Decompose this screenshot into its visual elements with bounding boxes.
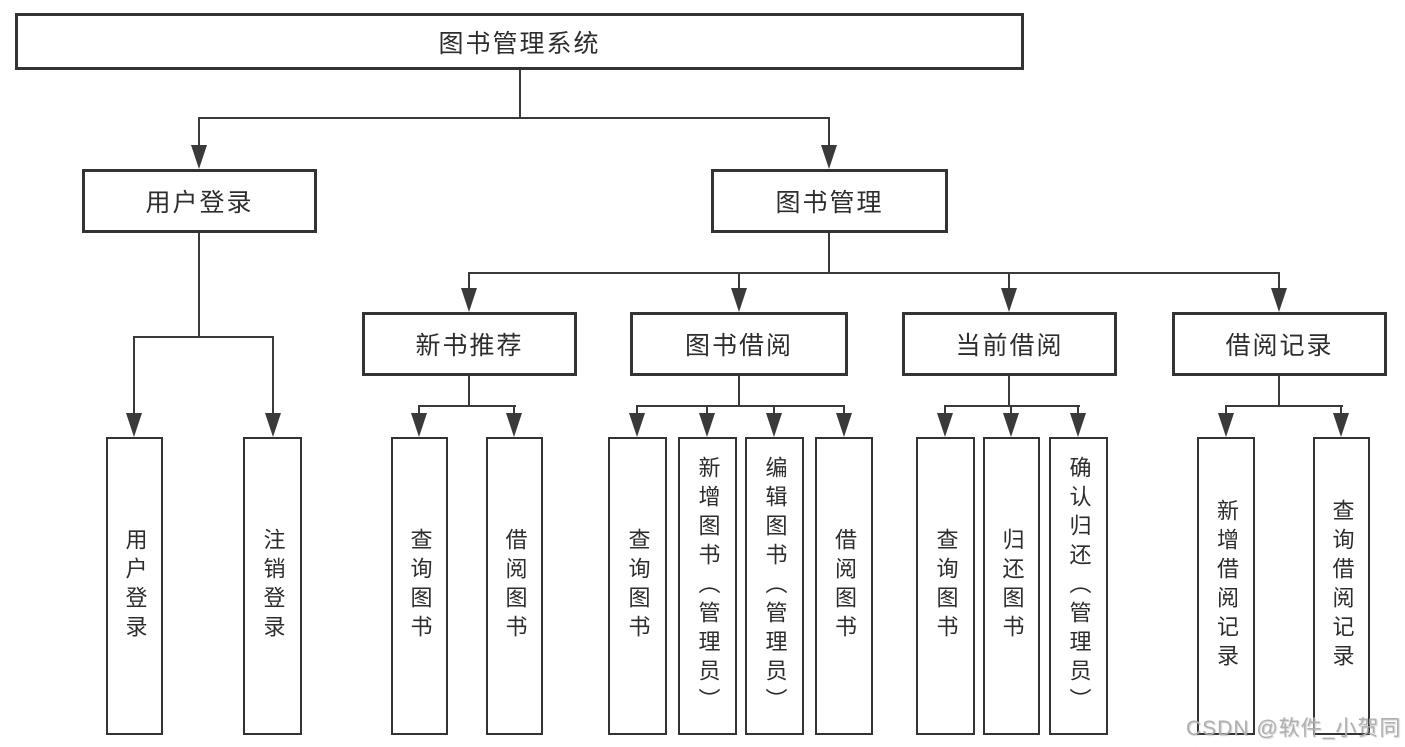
connector-drop-leaf <box>513 405 515 415</box>
connector-drop-leaf <box>944 405 946 415</box>
leaf-add-borrow-record: 新增借阅记录 <box>1197 437 1255 735</box>
leaf-confirm-return-admin: 确认归还（管理员） <box>1049 437 1108 735</box>
arrowhead-icon <box>1003 413 1019 437</box>
leaf-logout: 注销登录 <box>243 437 302 735</box>
connector-book-borrow-stem <box>738 376 740 407</box>
connector-user-login-stem <box>198 233 200 337</box>
connector-root-bus <box>198 117 830 119</box>
node-book-management: 图书管理 <box>711 169 948 233</box>
connector-drop-user-login <box>198 117 200 147</box>
leaf-label: 借阅图书 <box>832 528 857 644</box>
node-label: 图书管理系统 <box>438 29 601 58</box>
arrowhead-icon <box>937 413 953 437</box>
leaf-borrow-books-2: 借阅图书 <box>815 437 873 735</box>
leaf-label: 归还图书 <box>999 528 1025 644</box>
connector-user-login-bus <box>133 336 274 338</box>
leaf-label: 查询借阅记录 <box>1329 499 1355 673</box>
connector-drop-leaf <box>1225 405 1227 415</box>
leaf-label: 注销登录 <box>260 528 286 644</box>
node-user-login: 用户登录 <box>82 169 317 233</box>
arrowhead-icon <box>506 413 522 437</box>
arrowhead-icon <box>1271 288 1287 312</box>
leaf-label: 确认归还（管理员） <box>1066 455 1092 717</box>
connector-borrow-records-stem <box>1278 376 1280 407</box>
connector-book-borrow-bus <box>636 405 845 407</box>
connector-drop-leaf <box>272 336 274 414</box>
watermark: CSDN @软件_小贺同学 <box>1186 717 1402 740</box>
connector-drop-leaf <box>843 405 845 415</box>
leaf-borrow-books-1: 借阅图书 <box>486 437 543 735</box>
leaf-label: 查询图书 <box>407 528 433 644</box>
connector-drop-leaf <box>636 405 638 415</box>
leaf-label: 借阅图书 <box>502 528 528 644</box>
connector-drop-leaf <box>706 405 708 415</box>
leaf-user-login: 用户登录 <box>106 437 163 735</box>
connector-drop-leaf <box>418 405 420 415</box>
arrowhead-icon <box>126 413 142 437</box>
connector-book-mgmt-stem <box>828 233 830 274</box>
leaf-label: 新增图书（管理员） <box>695 455 721 717</box>
connector-drop-new-book <box>468 272 470 290</box>
connector-drop-leaf <box>1340 405 1342 415</box>
node-label: 用户登录 <box>145 189 254 217</box>
arrowhead-icon <box>836 413 852 437</box>
connector-borrow-records-bus <box>1225 405 1343 407</box>
connector-drop-current-borrow <box>1008 272 1010 290</box>
arrowhead-icon <box>1218 413 1234 437</box>
arrowhead-icon <box>461 288 477 312</box>
leaf-label: 编辑图书（管理员） <box>762 455 788 717</box>
node-current-borrowing: 当前借阅 <box>902 312 1117 376</box>
leaf-query-borrow-record: 查询借阅记录 <box>1313 437 1370 735</box>
arrowhead-icon <box>1333 413 1349 437</box>
connector-current-borrow-bus <box>944 405 1080 407</box>
node-book-borrowing: 图书借阅 <box>630 312 848 376</box>
connector-root-stem <box>519 70 521 118</box>
leaf-edit-books-admin: 编辑图书（管理员） <box>745 437 804 735</box>
node-borrowing-records: 借阅记录 <box>1172 312 1387 376</box>
leaf-label: 新增借阅记录 <box>1214 499 1239 673</box>
connector-drop-book-borrow <box>738 272 740 290</box>
leaf-query-books-1: 查询图书 <box>391 437 448 735</box>
arrowhead-icon <box>821 145 837 169</box>
leaf-label: 查询图书 <box>933 528 959 644</box>
connector-drop-book-mgmt <box>828 117 830 147</box>
node-label: 新书推荐 <box>415 332 524 360</box>
connector-drop-leaf <box>1010 405 1012 415</box>
arrowhead-icon <box>629 413 645 437</box>
connector-current-borrow-stem <box>1008 376 1010 407</box>
leaf-label: 用户登录 <box>122 528 148 644</box>
node-new-book-recommendation: 新书推荐 <box>362 312 577 376</box>
node-label: 图书借阅 <box>684 332 793 360</box>
node-label: 图书管理 <box>775 189 884 217</box>
connector-book-mgmt-bus <box>468 272 1280 274</box>
arrowhead-icon <box>1070 413 1086 437</box>
node-label: 当前借阅 <box>955 332 1064 360</box>
leaf-add-books-admin: 新增图书（管理员） <box>678 437 737 735</box>
leaf-query-books-3: 查询图书 <box>916 437 975 735</box>
leaf-label: 查询图书 <box>625 528 651 644</box>
leaf-query-books-2: 查询图书 <box>608 437 667 735</box>
leaf-return-books: 归还图书 <box>983 437 1040 735</box>
connector-drop-leaf <box>133 336 135 414</box>
arrowhead-icon <box>191 145 207 169</box>
arrowhead-icon <box>699 413 715 437</box>
arrowhead-icon <box>1001 288 1017 312</box>
arrowhead-icon <box>265 413 281 437</box>
node-library-management-system: 图书管理系统 <box>15 13 1024 70</box>
connector-drop-leaf <box>1077 405 1079 415</box>
connector-new-book-stem <box>468 376 470 407</box>
node-label: 借阅记录 <box>1225 332 1334 360</box>
connector-drop-leaf <box>773 405 775 415</box>
connector-drop-borrow-records <box>1278 272 1280 290</box>
arrowhead-icon <box>766 413 782 437</box>
arrowhead-icon <box>411 413 427 437</box>
connector-new-book-bus <box>418 405 516 407</box>
arrowhead-icon <box>731 288 747 312</box>
